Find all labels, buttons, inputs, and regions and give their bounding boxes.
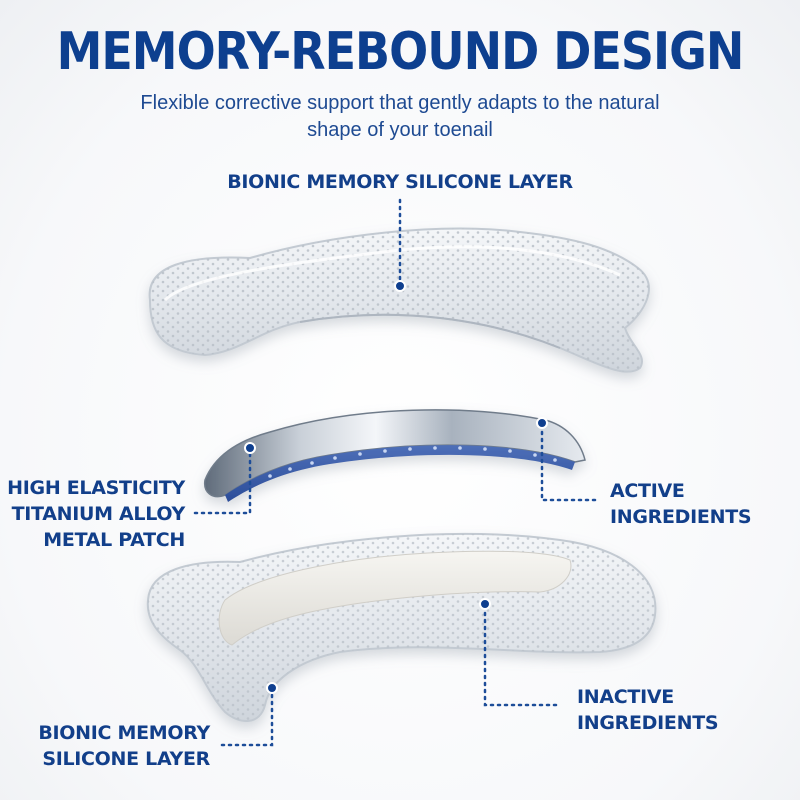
- label-inactive-line-1: INACTIVE: [577, 686, 674, 708]
- label-active-line-1: ACTIVE: [610, 480, 685, 502]
- marker-top-layer: [394, 280, 406, 292]
- titanium-metal-patch: [204, 409, 586, 502]
- subline-line-2: shape of your toenail: [307, 119, 493, 141]
- leader-bottom-layer: [220, 688, 274, 747]
- leader-metal-patch: [193, 448, 252, 515]
- leader-inactive: [483, 604, 562, 707]
- label-metal-patch-line-1: HIGH ELASTICITY: [7, 477, 185, 499]
- bottom-silicone-layer: [146, 532, 657, 722]
- label-metal-patch-line-3: METAL PATCH: [43, 529, 185, 551]
- marker-bottom-layer: [266, 682, 278, 694]
- subline: Flexible corrective support that gently …: [80, 90, 720, 144]
- label-top-silicone-layer: BIONIC MEMORY SILICONE LAYER: [227, 171, 573, 193]
- label-inactive-line-2: INGREDIENTS: [577, 712, 719, 734]
- label-bottom-layer-line-2: SILICONE LAYER: [42, 748, 210, 770]
- subline-line-1: Flexible corrective support that gently …: [140, 92, 660, 114]
- label-active-ingredients: ACTIVE INGREDIENTS: [610, 478, 790, 530]
- leader-active: [540, 423, 602, 502]
- label-metal-patch: HIGH ELASTICITY TITANIUM ALLOY METAL PAT…: [0, 475, 185, 553]
- label-active-line-2: INGREDIENTS: [610, 506, 752, 528]
- label-metal-patch-line-2: TITANIUM ALLOY: [11, 503, 186, 525]
- headline: MEMORY-REBOUND DESIGN: [56, 20, 745, 82]
- label-inactive-ingredients: INACTIVE INGREDIENTS: [577, 684, 777, 736]
- marker-inactive: [479, 598, 491, 610]
- label-bottom-layer-line-1: BIONIC MEMORY: [38, 722, 210, 744]
- top-silicone-layer: [148, 227, 650, 373]
- marker-active: [536, 417, 548, 429]
- marker-metal-patch: [244, 442, 256, 454]
- label-bottom-silicone-layer: BIONIC MEMORY SILICONE LAYER: [0, 720, 210, 772]
- inactive-ingredient-pad: [218, 550, 572, 646]
